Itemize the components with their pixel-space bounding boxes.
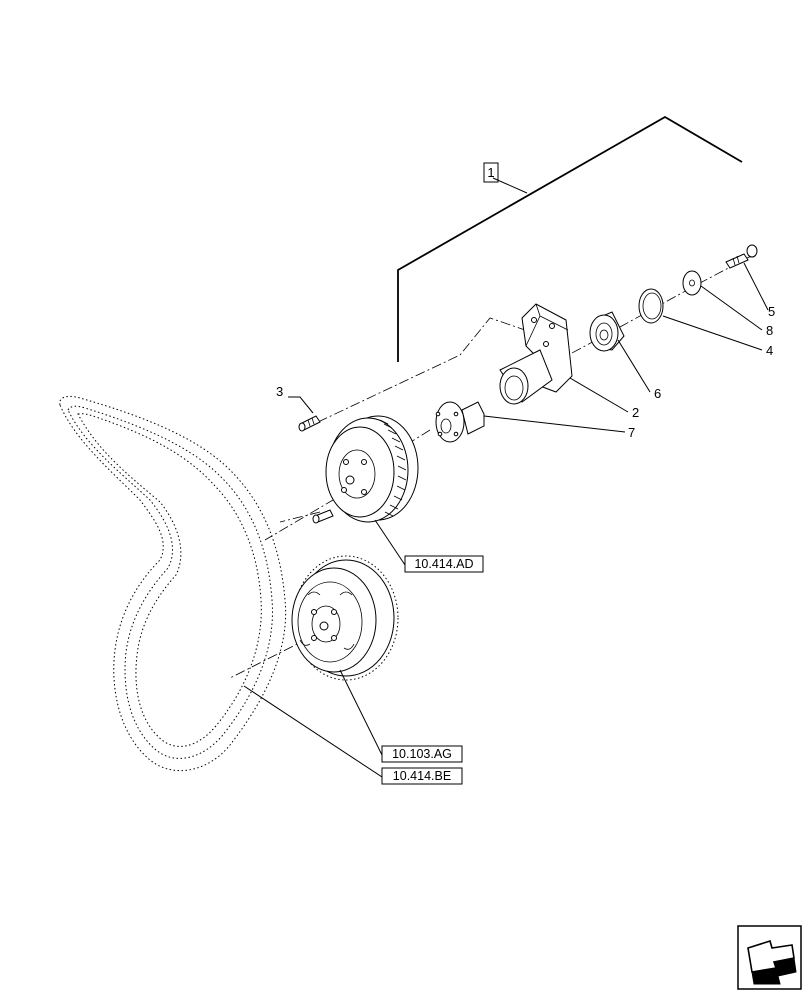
callout-6: 6 <box>617 339 661 401</box>
callout-4: 4 <box>662 315 773 358</box>
svg-text:8: 8 <box>766 323 773 338</box>
callout-2: 2 <box>569 377 639 420</box>
ring-item-4 <box>638 288 664 324</box>
idler-pulley <box>325 415 419 523</box>
next-page-arrow-icon[interactable] <box>737 925 802 990</box>
pulley-bolt <box>312 509 334 524</box>
ref-belt-label: 10.414.BE <box>393 769 451 783</box>
svg-text:3: 3 <box>276 384 283 399</box>
screw-item-5 <box>725 244 758 269</box>
callout-8: 8 <box>700 285 773 338</box>
callout-ref-belt: 10.414.BE <box>243 685 463 785</box>
callout-ref-crank-pulley: 10.103.AG <box>339 669 463 763</box>
bearing-item-6 <box>589 311 625 352</box>
svg-text:6: 6 <box>654 386 661 401</box>
svg-text:5: 5 <box>768 304 775 319</box>
svg-text:4: 4 <box>766 343 773 358</box>
crankshaft-pulley <box>291 555 399 681</box>
bracket-item-2 <box>499 303 573 405</box>
group-bracket <box>397 115 743 362</box>
group-label: 1 <box>487 165 494 180</box>
ref-crank-pulley-label: 10.103.AG <box>392 747 452 761</box>
svg-text:2: 2 <box>632 405 639 420</box>
drive-belt <box>59 395 287 772</box>
svg-text:7: 7 <box>628 425 635 440</box>
callout-7: 7 <box>483 415 635 440</box>
hub-item-7 <box>435 401 485 443</box>
washer-item-8 <box>682 270 702 296</box>
callout-ref-pulley: 10.414.AD <box>374 519 484 573</box>
ref-pulley-label: 10.414.AD <box>414 557 473 571</box>
group-label-box: 1 <box>483 162 499 183</box>
callout-5: 5 <box>743 262 775 319</box>
bolt-item-3 <box>298 415 321 432</box>
callout-3: 3 <box>276 384 314 414</box>
